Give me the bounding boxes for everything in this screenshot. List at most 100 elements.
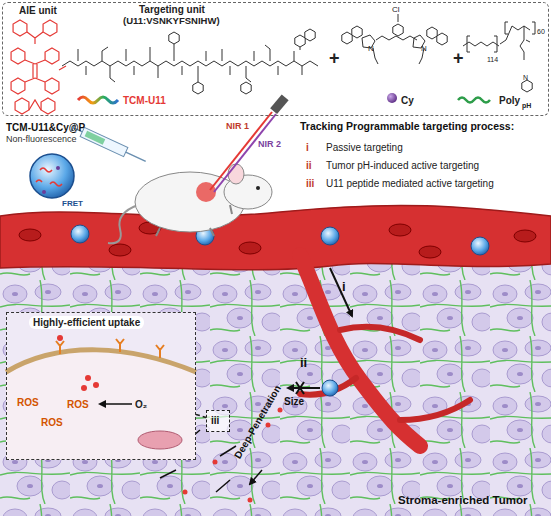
red-blood-cell [389,224,411,236]
node-text: AIE unit [19,5,57,16]
laser-device [270,95,288,115]
red-blood-cell [109,244,131,256]
mitochondrion [138,431,182,449]
node-text: pH [522,102,531,110]
ring [241,82,251,94]
red-blood-cell [514,230,536,242]
node-text: + [329,49,340,69]
receptor [56,339,164,358]
syringe-barrel [80,127,128,156]
ring [427,27,437,39]
probe-dot [183,490,188,495]
tumor-tissue [0,262,551,516]
annotation-label: 114 [487,56,498,64]
annotation-label: TCM-U11&Cy@P [6,122,85,133]
annotation-label: 60 [537,28,545,36]
annotation-label: Stroma-enriched Tumor [398,494,528,507]
annotation-label: Cl [392,6,400,15]
peptide-structure [62,29,318,94]
node-text: Poly [499,95,520,106]
ring [305,29,315,41]
polymer-structure [463,22,535,92]
mouse-ear [228,164,244,184]
ring [11,78,25,94]
red-blood-cells [19,222,536,258]
aie-bonds [25,32,66,110]
ring [45,48,59,64]
passive-arrow [330,268,352,316]
particle-cargo [36,168,62,186]
annotation-label: N [523,74,528,82]
peptide-backbone [62,61,318,66]
aie-structure [11,20,66,114]
ring [522,80,532,92]
size-arrow [288,387,320,389]
nir1-beam [210,112,272,190]
uptake-inset-box: Highly-efficient uptakeROSROSROSO₂ [6,312,196,460]
probe-dot [93,382,99,388]
side-chains [78,44,302,82]
node-text: Targeting unit [139,4,205,15]
annotation-label: iii [306,178,314,189]
ring [45,78,59,94]
cy-dot [387,93,397,103]
probe-dot [248,498,253,503]
loaded-nanoparticle [30,154,74,198]
polymer-bonds [463,22,535,60]
nanoparticle [471,237,489,255]
ring [352,26,362,38]
nir2-beam [214,114,276,192]
node-text: Cy [401,95,414,106]
annotation-label: ii [300,356,307,370]
node-text: iii [211,415,219,426]
nanoparticle [71,225,89,243]
node-text: ROS [17,397,39,408]
ring [13,20,27,36]
ring [193,82,203,94]
cell-membrane [6,350,196,372]
annotation-label: Tracking Programmable targeting process: [300,121,514,133]
zoom-connector [196,414,206,417]
annotation-label: i [306,142,309,153]
node-text: Highly-efficient uptake [29,316,144,329]
mouse-eye [256,186,260,190]
ring [15,98,29,114]
ring [393,24,403,36]
probe-dot [85,375,91,381]
probe-dot [81,385,87,391]
cell-interior [6,350,196,460]
annotation-label: i [342,280,346,294]
cy-structure [342,14,447,64]
polymer-wave [458,98,490,103]
ring [169,32,179,44]
node-text: O₂ [135,399,147,410]
node-text: + [453,49,464,69]
annotation-label: NIR 2 [258,140,281,150]
ring [295,35,305,47]
node-text: ROS [67,399,89,410]
red-blood-cell [19,229,41,241]
ring [437,33,447,45]
red-blood-cell [419,246,441,258]
annotation-label: Non-fluorescence [6,135,77,145]
syringe-fluid [85,131,106,145]
probe-dot [266,423,271,428]
annotation-label: N [368,45,374,54]
ring [11,48,25,64]
annotation-label: N [421,45,427,54]
annotation-label: Tumor pH-induced active targeting [326,160,479,171]
nanoparticle [322,380,338,396]
cy-bonds [362,14,425,64]
node-text: ROS [41,417,63,428]
blood-vessel [0,205,551,269]
probe-dot [57,335,63,341]
mouse-legs [156,205,232,236]
zoom-marker-box: iii [206,410,230,432]
node-text: TCM-U11 [123,95,166,106]
block-cross [296,382,304,394]
mouse-tail [108,205,138,243]
inset-probes [57,335,99,391]
red-blood-cell [239,242,261,254]
